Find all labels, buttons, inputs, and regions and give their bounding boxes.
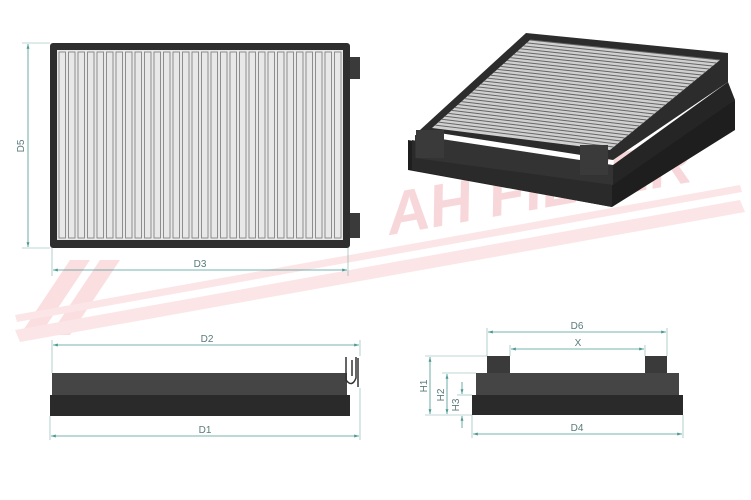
side-view: D2 D1 [49,334,361,440]
d5-label: D5 [16,139,27,152]
pleat [210,51,218,239]
x-label: X [575,338,582,349]
pleat [172,51,180,239]
iso-pleat [513,54,702,76]
pleat [125,51,133,239]
pleat [305,51,313,239]
pleat [106,51,114,239]
d1-label: D1 [199,425,212,436]
iso-pleat [438,121,618,145]
d6-label: D6 [571,321,584,332]
pleat [58,51,66,239]
iso-pleat [510,57,699,79]
iso-pleat [503,62,691,85]
iso-pleat [490,74,677,97]
pleat [334,51,342,239]
iso-pleat [507,60,695,82]
pleat [153,51,161,239]
d3-label: D3 [194,259,207,270]
iso-pleat [497,68,684,91]
iso-pleat [471,92,655,115]
iso-pleat [464,98,647,121]
pleat [296,51,304,239]
top-view: D5 D3 [16,42,360,276]
side-clip [345,357,359,387]
clip-bottom [350,213,360,238]
iso-pleat [435,124,614,148]
pleat [239,51,247,239]
iso-pleat [445,115,625,139]
iso-pleat [516,51,706,73]
pleat [258,51,266,239]
pleat [201,51,209,239]
d4-label: D4 [571,423,584,434]
pleat [324,51,332,239]
pleat [77,51,85,239]
h1-label: H1 [419,379,430,392]
h2-label: H2 [436,388,447,401]
iso-pleat [526,42,717,64]
pleat [115,51,123,239]
iso-pleat [523,45,713,67]
pleat [144,51,152,239]
pleat [277,51,285,239]
iso-pleat [480,83,666,106]
pleat [163,51,171,239]
pleat [220,51,228,239]
iso-pleat [467,95,651,118]
iso-clip-left [416,130,444,158]
pleat [182,51,190,239]
iso-pleat [487,77,673,100]
iso-clip-right [580,145,608,175]
iso-pleat [484,80,669,103]
iso-pleat [477,86,662,109]
iso-pleat [520,48,710,70]
pleat [68,51,76,239]
pleat [191,51,199,239]
iso-pleat [454,106,636,130]
pleat [267,51,275,239]
iso-pleat [441,118,622,142]
iso-pleat [500,65,688,88]
iso-pleat [529,39,721,61]
iso-pleat [474,89,658,112]
filter-pleats [58,51,342,239]
pleat [87,51,95,239]
iso-pleat [458,104,640,127]
front-view: D6 X H1 H2 H3 D4 [419,321,684,438]
iso-pleat [451,109,633,133]
iso-pleat [494,71,680,94]
pleat [229,51,237,239]
pleat [286,51,294,239]
clip-top [350,57,360,79]
isometric-view [408,33,735,207]
pleat [134,51,142,239]
pleat [248,51,256,239]
pleat [315,51,323,239]
iso-pleat [448,112,629,136]
d2-label: D2 [201,334,214,345]
h3-label: H3 [451,398,462,411]
pleat [96,51,104,239]
iso-pleat [461,101,644,124]
